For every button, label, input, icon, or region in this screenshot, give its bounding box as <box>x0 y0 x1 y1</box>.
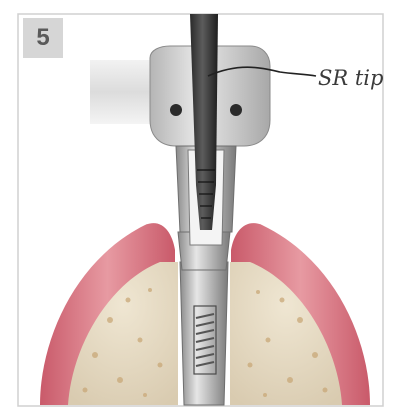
o-ring-left <box>170 104 182 116</box>
o-ring-right <box>230 104 242 116</box>
sr-tip-label: SR tip <box>318 66 383 90</box>
step-number-badge: 5 <box>23 18 63 58</box>
implant-body <box>180 262 228 405</box>
